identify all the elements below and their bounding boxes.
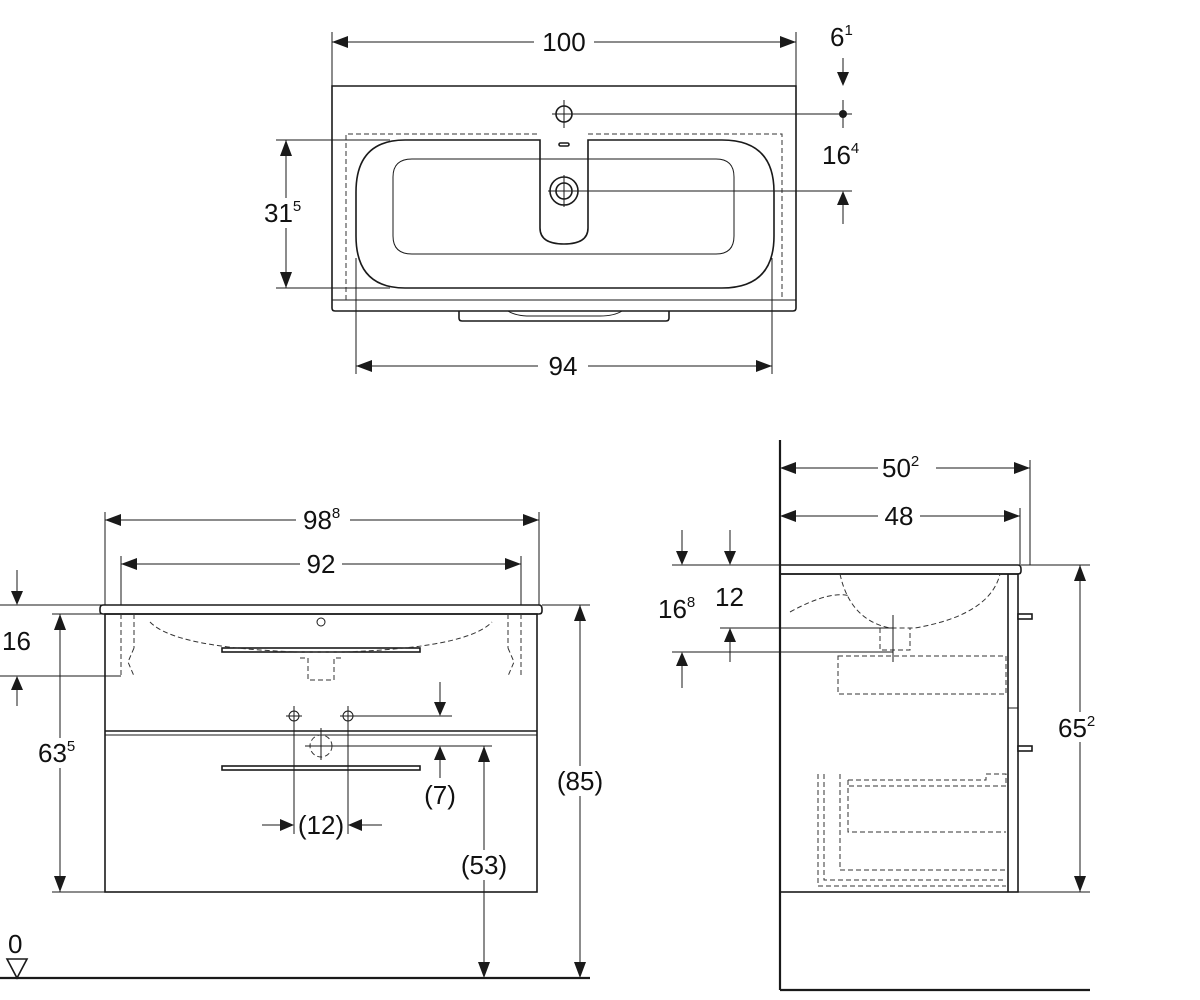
drain-spacing-label: (12) [298, 810, 344, 840]
top-thickness-label: 16 [2, 626, 31, 656]
floor-level-label: 0 [8, 929, 22, 959]
total-height-label: (85) [557, 766, 603, 796]
top-view: 100 61 164 315 94 [258, 22, 859, 381]
inner-width-label: 94 [549, 351, 578, 381]
side-cabinet-depth-label: 48 [885, 501, 914, 531]
basin-depth-label: 315 [264, 198, 301, 228]
tap-offset-label: 61 [830, 22, 853, 52]
side-view: 502 48 168 12 652 [658, 440, 1108, 992]
cabinet-height-label: 635 [38, 738, 75, 768]
front-view: 0 988 [0, 505, 608, 980]
top-width-label: 100 [542, 27, 585, 57]
tap-to-drain-label: 164 [822, 140, 859, 170]
front-inner-width-label: 92 [307, 549, 336, 579]
siphon-depth-b-label: 12 [715, 582, 744, 612]
siphon-depth-a-label: 168 [658, 594, 695, 624]
drain-height-label: (53) [461, 850, 507, 880]
side-height-label: 652 [1058, 713, 1095, 743]
drain-offset-label: (7) [424, 780, 456, 810]
side-overall-depth-label: 502 [882, 453, 919, 483]
front-overall-width-label: 988 [303, 505, 340, 535]
